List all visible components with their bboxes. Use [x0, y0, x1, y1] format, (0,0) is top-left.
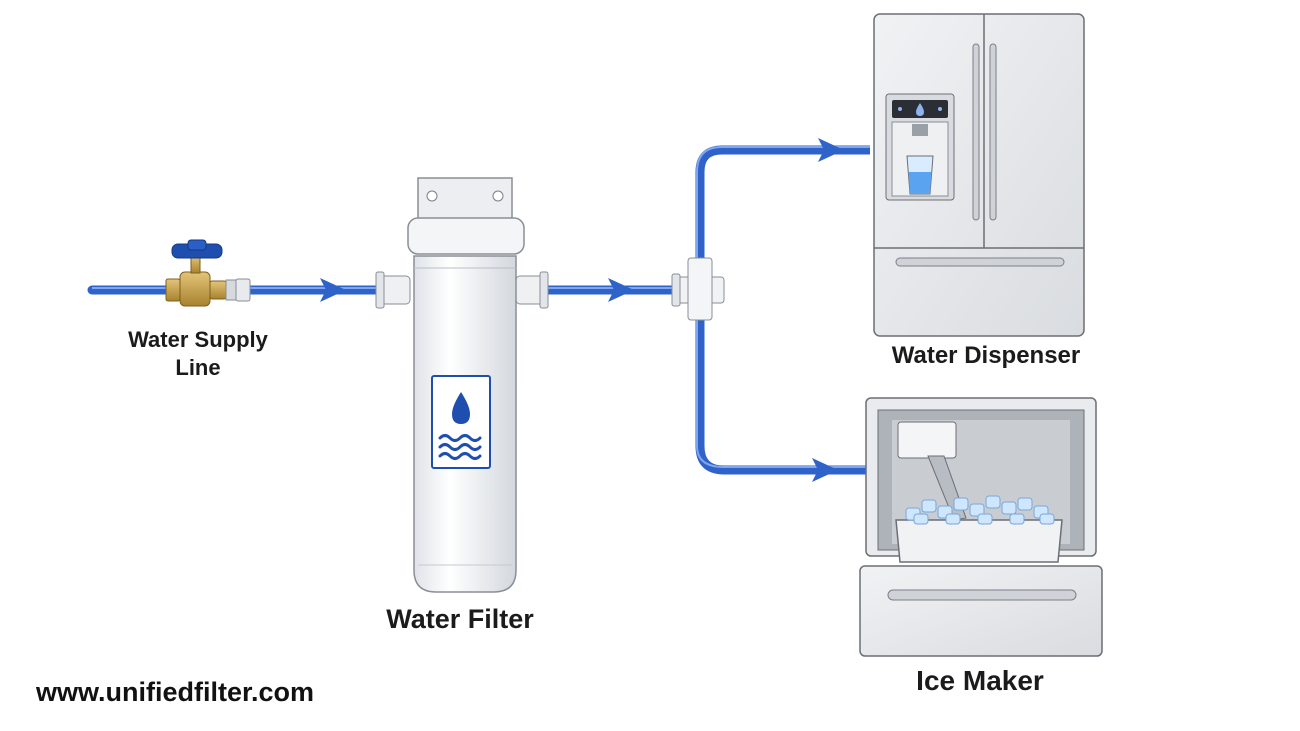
- water-dispenser-label: Water Dispenser: [891, 342, 1081, 369]
- branch-pipe: [695, 145, 870, 475]
- water-supply-line-label: Water Supply Line: [128, 327, 268, 380]
- flow-arrow-ice-maker: [812, 458, 838, 482]
- ice-cubes: [905, 495, 1055, 525]
- ice-maker-label: Ice Maker: [916, 665, 1044, 696]
- refrigerator-dispenser: [873, 13, 1085, 337]
- flow-arrow-dispenser: [818, 138, 844, 162]
- website-url: www.unifiedfilter.com: [36, 677, 315, 707]
- ice-maker-unit: [859, 397, 1103, 657]
- tee-fitting: [671, 257, 725, 321]
- flow-arrow-supply: [320, 278, 346, 302]
- dispenser-drop-icon: [916, 103, 924, 116]
- waves-icon: [438, 434, 482, 460]
- water-drop-icon: [452, 392, 470, 424]
- shutoff-valve: [165, 239, 251, 307]
- water-filter-label: Water Filter: [386, 604, 534, 634]
- water-filter-unit: [375, 177, 549, 593]
- flow-arrow-filter-out: [608, 278, 634, 302]
